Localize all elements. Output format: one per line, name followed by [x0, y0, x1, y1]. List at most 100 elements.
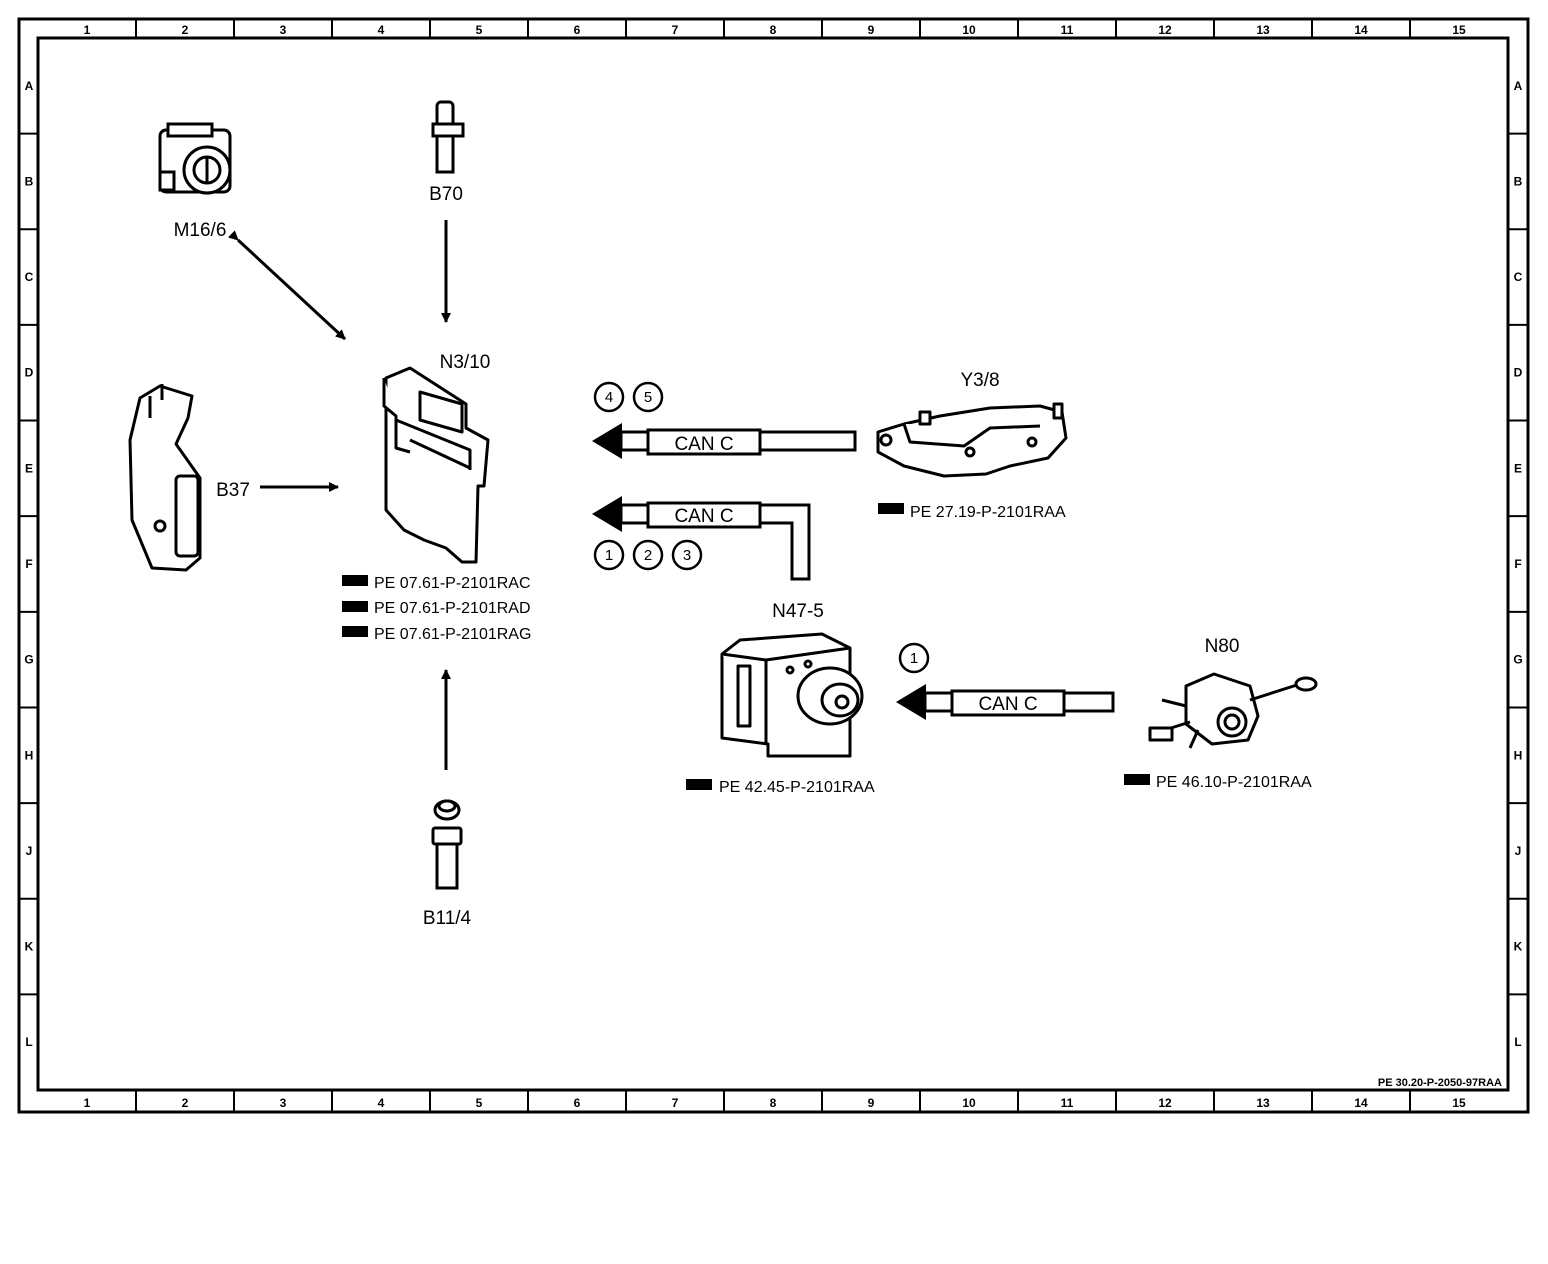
row-label: C [25, 270, 34, 284]
can-bus-middle: CAN C [592, 496, 811, 581]
column-label: 4 [378, 23, 385, 37]
label-b70: B70 [429, 184, 463, 205]
column-label: 5 [476, 1096, 483, 1110]
marker-middle-1: 1 [605, 547, 613, 564]
column-label: 9 [868, 1096, 875, 1110]
row-label: J [26, 844, 33, 858]
column-label: 8 [770, 1096, 777, 1110]
column-label: 15 [1452, 1096, 1466, 1110]
column-label: 3 [280, 1096, 287, 1110]
column-label: 9 [868, 23, 875, 37]
ref-n3-10-3: PE 07.61-P-2101RAG [374, 626, 531, 643]
row-label: F [1514, 557, 1521, 571]
label-n80: N80 [1205, 636, 1240, 657]
n80-steering-module-icon [1148, 672, 1318, 749]
label-n47-5: N47-5 [772, 601, 824, 622]
can-label-bottom: CAN C [978, 694, 1037, 715]
column-label: 10 [962, 23, 976, 37]
b11-4-coolant-sensor-icon [431, 799, 463, 890]
row-label: L [1514, 1035, 1521, 1049]
column-label: 10 [962, 1096, 976, 1110]
reference-symbol-icon [686, 779, 712, 790]
column-label: 6 [574, 1096, 581, 1110]
ref-n3-10-1: PE 07.61-P-2101RAC [374, 575, 531, 592]
column-label: 14 [1354, 23, 1368, 37]
reference-symbol-icon [342, 626, 368, 637]
row-label: C [1514, 270, 1523, 284]
reference-symbol-icon [342, 575, 368, 586]
column-label: 5 [476, 23, 483, 37]
row-label: A [1514, 79, 1523, 93]
row-label: F [25, 557, 32, 571]
n47-5-esp-control-unit-icon [720, 632, 864, 758]
ref-n80: PE 46.10-P-2101RAA [1156, 774, 1312, 791]
column-label: 7 [672, 23, 679, 37]
b70-crankshaft-sensor-icon [431, 100, 465, 174]
column-label: 1 [84, 1096, 91, 1110]
can-label-top: CAN C [674, 434, 733, 455]
column-label: 3 [280, 23, 287, 37]
marker-bottom-1: 1 [910, 650, 918, 667]
n3-10-reference-list: PE 07.61-P-2101RAC PE 07.61-P-2101RAD PE… [342, 575, 531, 643]
column-label: 11 [1061, 23, 1074, 37]
marker-top-1: 4 [605, 389, 613, 406]
column-label: 15 [1452, 23, 1466, 37]
can-bus-bottom: CAN C [896, 684, 1115, 720]
label-b11-4: B11/4 [423, 908, 472, 929]
ref-n3-10-2: PE 07.61-P-2101RAD [374, 600, 531, 617]
label-b37: B37 [216, 480, 250, 501]
row-label: H [1514, 748, 1523, 762]
label-n3-10: N3/10 [440, 352, 491, 373]
row-label: A [25, 79, 34, 93]
column-label: 2 [182, 1096, 189, 1110]
reference-symbol-icon [342, 601, 368, 612]
ref-n47-5: PE 42.45-P-2101RAA [719, 779, 875, 796]
row-label: H [25, 748, 34, 762]
reference-symbol-icon [1124, 774, 1150, 785]
m16-6-throttle-actuator-icon [158, 122, 232, 195]
label-m16-6: M16/6 [174, 220, 227, 241]
row-label: L [25, 1035, 32, 1049]
signal-arrows [227, 220, 451, 770]
row-label: G [1513, 653, 1522, 667]
column-label: 13 [1256, 23, 1270, 37]
row-label: K [25, 940, 34, 954]
row-label: B [25, 174, 34, 188]
column-label: 4 [378, 1096, 385, 1110]
y3-8-transmission-control-icon [876, 402, 1068, 478]
column-label: 7 [672, 1096, 679, 1110]
n3-10-control-unit-icon [382, 366, 490, 564]
b37-pedal-sensor-icon [128, 384, 202, 572]
row-label: E [25, 461, 33, 475]
column-label: 13 [1256, 1096, 1270, 1110]
column-label: 12 [1158, 23, 1172, 37]
reference-symbol-icon [878, 503, 904, 514]
markers-middle: 1 2 3 [593, 539, 703, 571]
column-label: 14 [1354, 1096, 1368, 1110]
row-label: B [1514, 174, 1523, 188]
can-bus-top: CAN C [592, 423, 857, 459]
column-label: 8 [770, 23, 777, 37]
column-label: 2 [182, 23, 189, 37]
row-label: J [1515, 844, 1522, 858]
markers-top: 4 5 [593, 381, 664, 413]
can-label-middle: CAN C [674, 506, 733, 527]
column-label: 6 [574, 23, 581, 37]
document-id: PE 30.20-P-2050-97RAA [1378, 1077, 1502, 1089]
ref-y3-8: PE 27.19-P-2101RAA [910, 504, 1066, 521]
row-label: D [25, 366, 34, 380]
column-label: 1 [84, 23, 91, 37]
row-label: D [1514, 366, 1523, 380]
marker-middle-2: 2 [644, 547, 652, 564]
label-y3-8: Y3/8 [960, 370, 999, 391]
row-label: E [1514, 461, 1522, 475]
column-label: 11 [1061, 1096, 1074, 1110]
row-label: K [1514, 940, 1523, 954]
arrow-m16-6-n3-10 [227, 230, 347, 341]
row-label: G [24, 653, 33, 667]
marker-top-2: 5 [644, 389, 652, 406]
marker-middle-3: 3 [683, 547, 691, 564]
markers-bottom: 1 [898, 642, 930, 674]
